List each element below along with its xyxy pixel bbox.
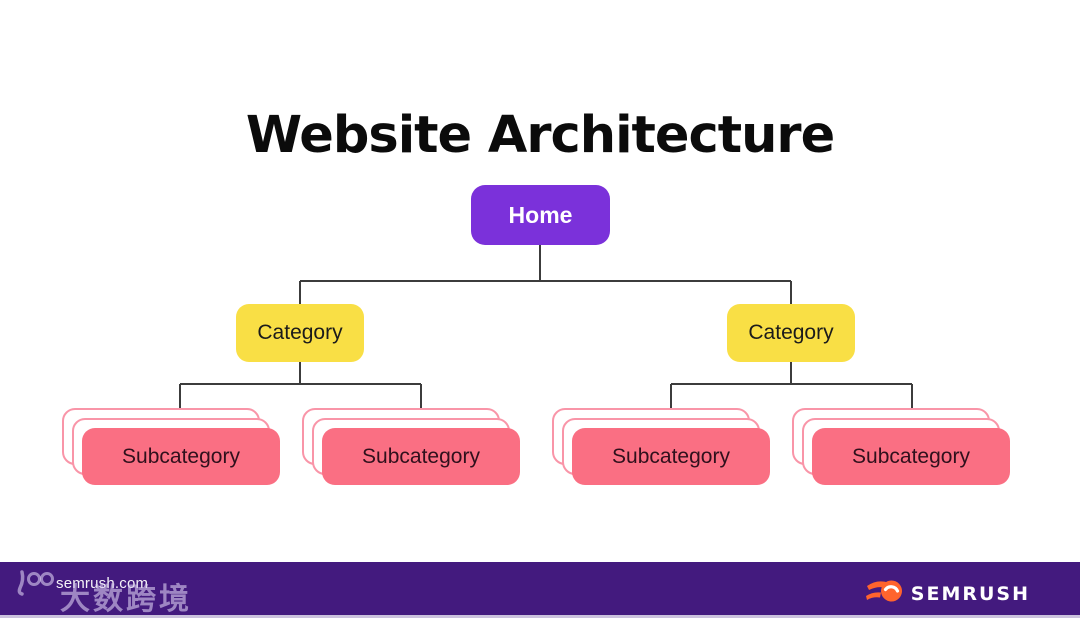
node-subcategory-stack: Subcategory [792,408,1010,485]
node-subcategory: Subcategory [572,428,770,485]
node-subcategory: Subcategory [812,428,1010,485]
node-subcategory-stack: Subcategory [62,408,280,485]
node-home: Home [471,185,610,245]
site-url-label: semrush.com [56,575,149,592]
node-subcategory-label: Subcategory [362,444,480,468]
footer-bottom-strip [0,615,1080,618]
node-subcategory-label: Subcategory [852,444,970,468]
node-category-left: Category [236,304,364,362]
node-subcategory-label: Subcategory [612,444,730,468]
node-category-right: Category [727,304,855,362]
node-category-label: Category [257,321,343,344]
node-subcategory: Subcategory [322,428,520,485]
semrush-comet-icon [865,577,903,610]
node-subcategory-stack: Subcategory [552,408,770,485]
watermark: 大数跨境 [14,566,192,618]
brand-logo: SEMRUSH [865,577,1030,610]
node-category-label: Category [748,321,834,344]
node-home-label: Home [508,201,573,228]
brand-wordmark: SEMRUSH [910,582,1030,605]
node-subcategory: Subcategory [82,428,280,485]
footer-bar: semrush.com 大数跨境 SEMRUSH [0,562,1080,618]
page-title: Website Architecture [245,106,835,166]
node-subcategory-stack: Subcategory [302,408,520,485]
watermark-rings-icon [14,566,56,605]
node-subcategory-label: Subcategory [122,444,240,468]
